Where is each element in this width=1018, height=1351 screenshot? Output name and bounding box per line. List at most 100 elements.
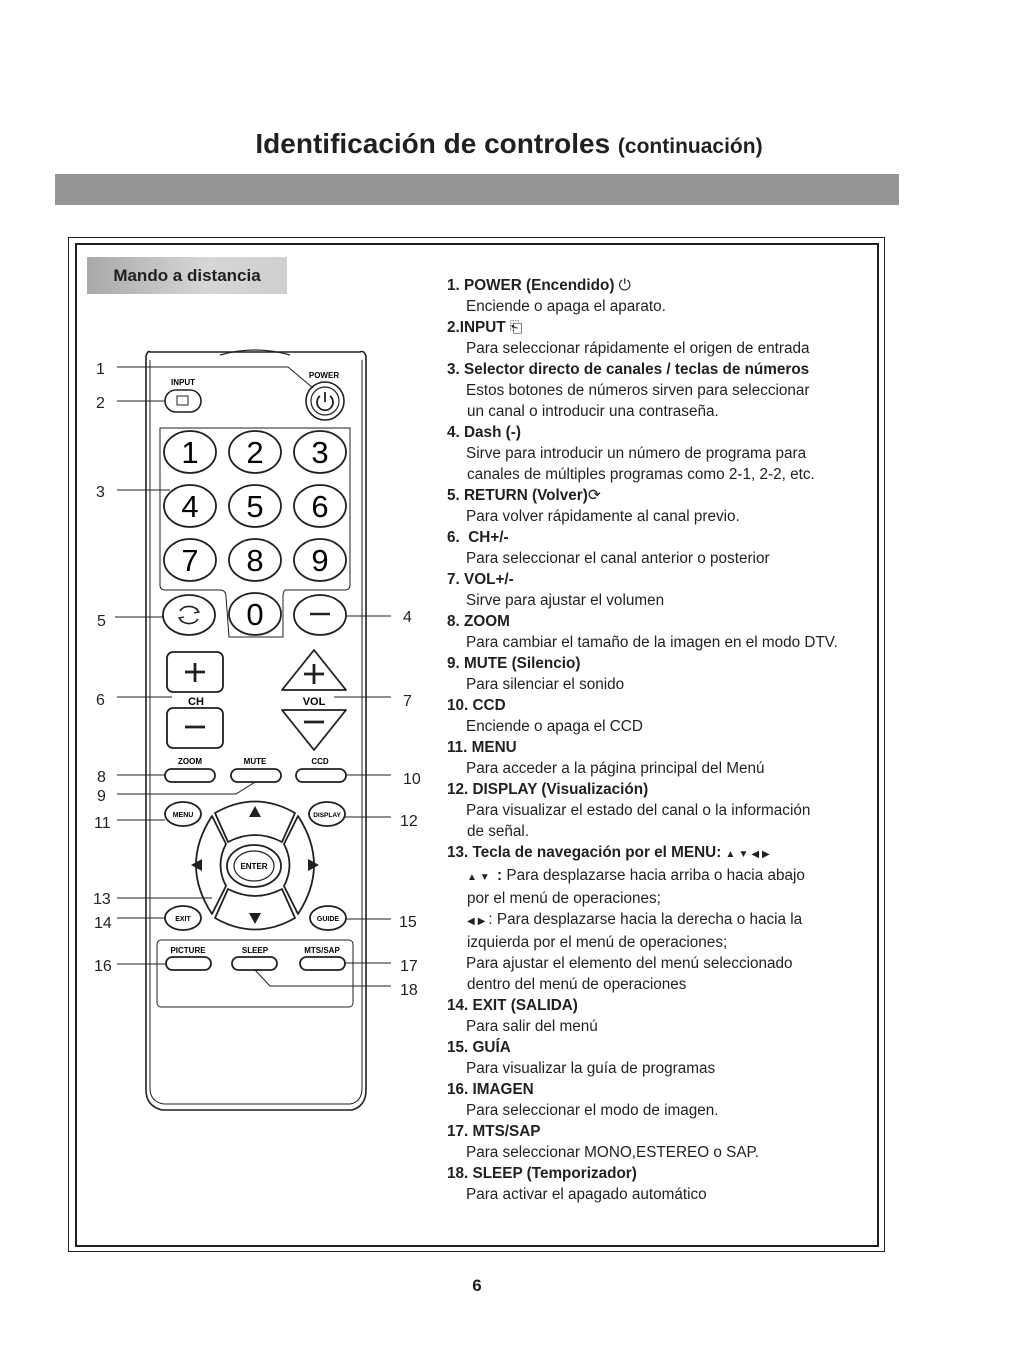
desc-3-text: Estos botones de números sirven para sel… [466,382,810,399]
digit-label-5: 5 [246,489,263,524]
svg-text:12: 12 [400,813,418,830]
nav-up-button [214,800,296,843]
power-icon: ⏻ [618,277,631,294]
desc-1-head: 1. POWER (Encendido) ⏻ [447,277,631,294]
desc-13-updown: ▲▼ : Para desplazarse hacia arriba o hac… [467,867,805,884]
exit-label: EXIT [175,916,191,923]
guide-button[interactable] [309,905,347,931]
desc-2-text: Para seleccionar rápidamente el origen d… [466,340,810,357]
digit-label-4: 4 [181,489,198,524]
sleep-button[interactable] [231,956,278,971]
mts-sap-button[interactable] [299,956,346,971]
svg-text:9: 9 [97,788,106,805]
svg-text:16: 16 [94,958,112,975]
desc-5-head: 5. RETURN (Volver)⟳ [447,487,601,504]
input-button[interactable] [164,389,202,413]
left-right-icon: ◀▶ [467,916,489,927]
zoom-label: ZOOM [178,757,202,766]
svg-text:5: 5 [97,613,106,630]
title-main: Identificación de controles [255,128,611,159]
page-title: Identificación de controles (continuació… [0,128,1018,160]
content-frame [68,237,885,1252]
desc-4-text: Sirve para introducir un número de progr… [466,445,807,462]
mts-sap-label: MTS/SAP [304,946,340,955]
desc-12-text: Para visualizar el estado del canal o la… [466,802,811,819]
return-button[interactable] [162,594,216,636]
description-list: 1. POWER (Encendido) ⏻ Enciende o apaga … [447,275,877,1205]
section-label: Mando a distancia [87,257,287,294]
digit-label-1: 1 [181,435,198,470]
svg-text:6: 6 [96,692,105,709]
desc-16-head: 16. IMAGEN [447,1081,534,1098]
content-frame-inner [75,243,879,1247]
desc-18-text: Para activar el apagado automático [466,1186,707,1203]
menu-button[interactable] [164,801,202,827]
callout-lines [115,366,391,987]
svg-text:17: 17 [400,958,418,975]
picture-button[interactable] [165,956,212,971]
nav-cluster[interactable]: ENTER [191,800,319,931]
svg-text:1: 1 [96,361,105,378]
svg-text:15: 15 [399,914,417,931]
digit-button-3[interactable] [293,430,347,474]
desc-6-text: Para seleccionar el canal anterior o pos… [466,550,770,567]
desc-13-updown-2: por el menú de operaciones; [467,890,661,907]
desc-18-head: 18. SLEEP (Temporizador) [447,1165,637,1182]
digit-button-6[interactable] [293,484,347,528]
up-down-icon: ▲▼ [467,872,493,883]
mute-button[interactable] [230,768,282,783]
svg-text:14: 14 [94,915,112,932]
digit-label-2: 2 [246,435,263,470]
desc-15-head: 15. GUÍA [447,1039,511,1056]
desc-11-head: 11. MENU [447,739,517,756]
desc-14-text: Para salir del menú [466,1018,598,1035]
svg-text:7: 7 [403,693,412,710]
nav-left-button [195,815,227,915]
arrows-icon: ▲▼◀▶ [725,849,773,860]
title-suffix: (continuación) [617,135,763,158]
desc-7-head: 7. VOL+/- [447,571,514,588]
digit-button-7[interactable] [163,538,217,582]
desc-13-leftright-2: izquierda por el menú de operaciones; [467,934,728,951]
desc-3-head: 3. Selector directo de canales / teclas … [447,361,810,378]
desc-4-text-2: canales de múltiples programas como 2-1,… [467,466,815,483]
header-bar [55,174,899,205]
desc-7-text: Sirve para ajustar el volumen [466,592,665,609]
desc-4-head: 4. Dash (-) [447,424,521,441]
picture-label: PICTURE [170,946,206,955]
display-button[interactable] [308,801,346,827]
digit-button-5[interactable] [228,484,282,528]
mute-label: MUTE [244,757,267,766]
zoom-button[interactable] [164,768,216,783]
nav-right-button [283,815,315,915]
power-icon [316,395,334,412]
ccd-button[interactable] [295,768,347,783]
desc-17-head: 17. MTS/SAP [447,1123,541,1140]
desc-2-head: 2.INPUT ⎗ [447,319,523,336]
menu-label: MENU [173,812,194,819]
digit-label-8: 8 [246,543,263,578]
input-icon [176,395,189,406]
digit-button-2[interactable] [228,430,282,474]
digit-label-0: 0 [246,597,263,632]
digit-button-9[interactable] [293,538,347,582]
digit-label-9: 9 [311,543,328,578]
vol-down-button[interactable] [281,709,347,751]
nav-down-button [214,888,296,931]
return-icon: ⟳ [587,487,601,504]
svg-text:4: 4 [403,609,412,626]
desc-1-text: Enciende o apaga el aparato. [466,298,666,315]
digit-button-0[interactable] [228,592,282,636]
callout-numbers: 1 2 3 4 5 6 7 8 9 10 11 12 13 14 15 16 1… [93,361,421,999]
digit-button-1[interactable] [163,430,217,474]
svg-text:8: 8 [97,769,106,786]
guide-label: GUIDE [317,916,340,923]
digit-button-8[interactable] [228,538,282,582]
input-icon: ⎗ [509,319,523,336]
ch-label: CH [188,696,204,708]
desc-14-head: 14. EXIT (SALIDA) [447,997,578,1014]
desc-6-head: 6. CH+/- [447,529,509,546]
digit-button-4[interactable] [163,484,217,528]
